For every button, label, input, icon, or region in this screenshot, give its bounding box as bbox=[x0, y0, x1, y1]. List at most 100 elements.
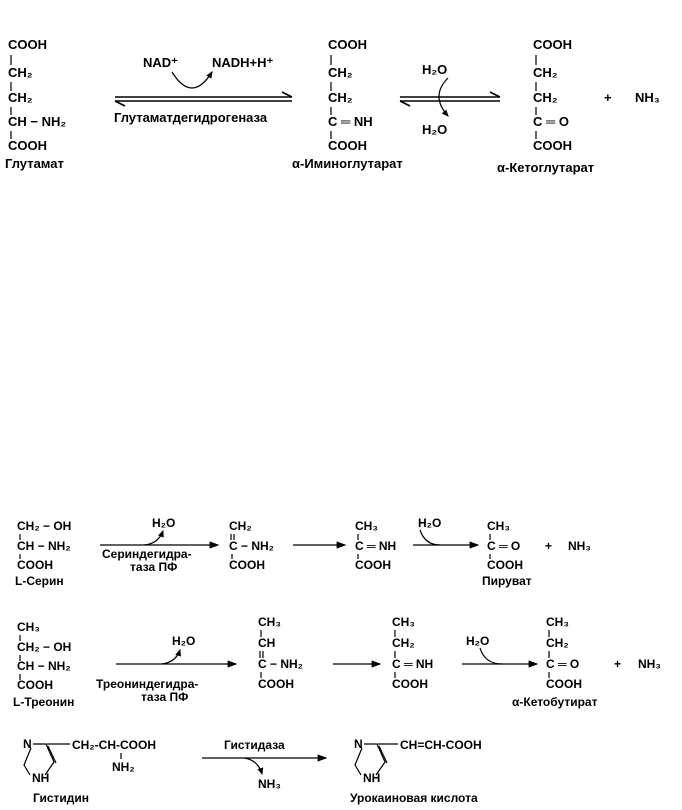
imidazole-ring bbox=[354, 743, 386, 776]
int1-line-2: C − NH₂ bbox=[229, 539, 274, 553]
iminobutyrate-intermediate: CH₃ CH₂ C ═ NH COOH bbox=[392, 615, 433, 691]
iminopropionate-intermediate: CH₃ C ═ NH COOH bbox=[355, 519, 396, 572]
pyruvate-molecule: CH₃ C ═ O COOH Пируват bbox=[482, 519, 532, 588]
keto-line-1: COOH bbox=[533, 37, 572, 52]
threonine-line-1: CH₃ bbox=[17, 620, 40, 634]
int2-line-2: C ═ NH bbox=[355, 539, 396, 553]
iminoglutarate-label: α-Иминоглутарат bbox=[292, 156, 403, 171]
iminoglutarate-molecule: COOH CH₂ CH₂ C ═ NH COOH α-Иминоглутарат bbox=[292, 37, 403, 171]
pyruvate-label: Пируват bbox=[482, 574, 532, 588]
ammonia-label: NH₃ bbox=[635, 90, 660, 105]
enzyme-histidase: Гистидаза bbox=[224, 738, 285, 752]
threonine-molecule: CH₃ CH₂ − OH CH − NH₂ COOH L-Треонин bbox=[13, 620, 74, 709]
int2-line-4: COOH bbox=[392, 677, 428, 691]
cofactor-curve-arrow bbox=[171, 70, 213, 89]
threonine-line-3: CH − NH₂ bbox=[17, 659, 71, 673]
enzyme-line-1: Треониндегидра- bbox=[96, 677, 198, 691]
ketobutyrate-line-2: CH₂ bbox=[546, 636, 569, 650]
nad-label: NAD⁺ bbox=[143, 55, 178, 70]
int1-line-1: CH₂ bbox=[229, 519, 252, 533]
ammonia-label: NH₃ bbox=[568, 539, 591, 553]
forward-arrow-head bbox=[489, 91, 501, 98]
keto-line-2: CH₂ bbox=[533, 65, 558, 80]
glutamate-line-2: CH₂ bbox=[8, 65, 33, 80]
pyruvate-line-1: CH₃ bbox=[487, 519, 510, 533]
imidazole-nh: NH bbox=[32, 771, 49, 785]
histidase-arrow: Гистидаза NH₃ bbox=[202, 738, 328, 791]
int2-line-1: CH₃ bbox=[355, 519, 378, 533]
water-uptake-curve bbox=[479, 647, 503, 665]
glutamate-molecule: COOH CH₂ CH₂ CH − NH₂ COOH Глутамат bbox=[5, 37, 66, 171]
reverse-arrow-head bbox=[399, 100, 411, 107]
keto-line-3: CH₂ bbox=[533, 90, 558, 105]
histidine-label: Гистидин bbox=[33, 791, 89, 805]
imino-line-3: CH₂ bbox=[328, 90, 353, 105]
urocanic-acid-molecule: N NH CH=CH-COOH Урокаиновая кислота bbox=[350, 737, 482, 805]
glutamate-line-3: CH₂ bbox=[8, 90, 33, 105]
ketobutyrate-label: α-Кетобутират bbox=[512, 695, 598, 709]
water-top-label: H₂O bbox=[422, 62, 447, 77]
int1-line-3: COOH bbox=[229, 558, 265, 572]
imino-line-2: CH₂ bbox=[328, 65, 353, 80]
plus-sign: + bbox=[614, 657, 621, 671]
pyruvate-line-2: C ═ O bbox=[487, 539, 520, 553]
glutamate-line-4: CH − NH₂ bbox=[8, 114, 66, 129]
threonine-dehydratase-arrow: H₂O Треониндегидра- таза ПФ bbox=[96, 634, 238, 704]
serine-line-1: CH₂ − OH bbox=[17, 519, 71, 533]
int1-line-3: C − NH₂ bbox=[258, 657, 303, 671]
serine-line-3: COOH bbox=[17, 558, 53, 572]
ketobutyrate-line-3: C ═ O bbox=[546, 657, 579, 671]
serine-dehydratase-arrow: H₂O Сериндегидра- таза ПФ bbox=[100, 516, 220, 574]
water-label: H₂O bbox=[172, 634, 195, 648]
glutamate-dehydrogenase-arrow: NAD⁺ NADH+H⁺ Глутаматдегидрогеназа bbox=[114, 55, 293, 125]
histidine-chain: CH₂-CH-COOH bbox=[72, 738, 156, 752]
enzyme-line-2: таза ПФ bbox=[141, 690, 188, 704]
water-uptake-curve bbox=[419, 529, 441, 546]
plus-sign: + bbox=[545, 539, 552, 553]
aminocrotonate-intermediate: CH₃ CH C − NH₂ COOH bbox=[258, 615, 303, 691]
nadh-label: NADH+H⁺ bbox=[212, 55, 274, 70]
water-release-curve bbox=[161, 648, 181, 665]
enzyme-glutamate-dehydrogenase: Глутаматдегидрогеназа bbox=[114, 110, 268, 125]
int2-line-3: COOH bbox=[355, 558, 391, 572]
ketobutyrate-molecule: CH₃ CH₂ C ═ O COOH α-Кетобутират bbox=[512, 615, 598, 709]
water2-label: H₂O bbox=[418, 516, 441, 530]
reverse-arrow-head bbox=[114, 100, 126, 107]
histidine-molecule: N NH CH₂-CH-COOH NH₂ Гистидин bbox=[23, 737, 156, 805]
imino-line-4: C ═ NH bbox=[328, 114, 373, 129]
glutamate-line-5: COOH bbox=[8, 138, 47, 153]
aminoacrylate-intermediate: CH₂ C − NH₂ COOH bbox=[229, 519, 274, 572]
histidine-nh2: NH₂ bbox=[112, 760, 135, 774]
forward-arrow-head bbox=[281, 91, 293, 98]
threonine-label: L-Треонин bbox=[13, 695, 74, 709]
ammonia-release-curve bbox=[243, 757, 264, 776]
int2-line-2: CH₂ bbox=[392, 636, 415, 650]
ketobutyrate-line-1: CH₃ bbox=[546, 615, 569, 629]
imidazole-n: N bbox=[23, 737, 32, 751]
keto-line-4: C ═ O bbox=[533, 114, 569, 129]
water-bottom-label: H₂O bbox=[422, 122, 447, 137]
threonine-line-4: COOH bbox=[17, 678, 53, 692]
ring-double-bond bbox=[47, 745, 57, 764]
imidazole-n: N bbox=[354, 737, 363, 751]
ketoglutarate-label: α-Кетоглутарат bbox=[497, 160, 594, 175]
int2-line-1: CH₃ bbox=[392, 615, 415, 629]
hydrolysis-arrow-threonine: H₂O bbox=[462, 634, 539, 668]
enzyme-line-1: Сериндегидра- bbox=[102, 547, 192, 561]
water-label: H₂O bbox=[152, 516, 175, 530]
keto-line-5: COOH bbox=[533, 138, 572, 153]
glutamate-label: Глутамат bbox=[5, 156, 64, 171]
ketoglutarate-molecule: COOH CH₂ CH₂ C ═ O COOH α-Кетоглутарат bbox=[497, 37, 594, 175]
ketobutyrate-line-4: COOH bbox=[546, 677, 582, 691]
ring-double-bond bbox=[378, 745, 388, 764]
int2-line-3: C ═ NH bbox=[392, 657, 433, 671]
imino-line-5: COOH bbox=[328, 138, 367, 153]
hydrolysis-arrow: H₂O H₂O bbox=[399, 62, 501, 137]
water2-label: H₂O bbox=[466, 634, 489, 648]
imino-line-1: COOH bbox=[328, 37, 367, 52]
imidazole-ring bbox=[23, 743, 55, 776]
enzyme-line-2: таза ПФ bbox=[130, 560, 177, 574]
int1-line-4: COOH bbox=[258, 677, 294, 691]
threonine-line-2: CH₂ − OH bbox=[17, 640, 71, 654]
